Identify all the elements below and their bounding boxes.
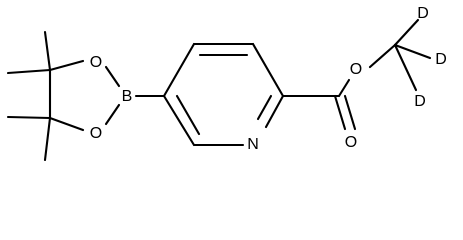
atom-label-nitrogen: N	[247, 136, 259, 153]
atom-label-oxygen: O	[345, 134, 357, 151]
bond	[368, 43, 397, 69]
bond	[393, 43, 432, 60]
bond	[162, 42, 196, 98]
atom-label-oxygen: O	[90, 125, 102, 142]
bond	[43, 30, 52, 72]
atom-label-deuterium: D	[414, 93, 426, 110]
atom-label-deuterium: D	[417, 5, 429, 22]
chemical-structure: O O B N O O D D D	[6, 5, 447, 162]
bond	[256, 94, 273, 121]
bond	[343, 94, 357, 131]
bond	[337, 78, 351, 98]
bond	[104, 103, 121, 126]
bond	[6, 68, 52, 75]
bond	[175, 94, 201, 136]
atom-label-oxygen: O	[90, 54, 102, 71]
atom-label-boron: B	[122, 88, 133, 105]
bond	[393, 18, 420, 47]
bond	[6, 115, 52, 120]
bond	[333, 94, 347, 131]
atom-label-deuterium: D	[435, 51, 447, 68]
bond	[48, 59, 85, 72]
atom-label-oxygen: O	[350, 61, 362, 78]
bond	[264, 94, 285, 129]
bond	[104, 65, 121, 88]
bond	[162, 94, 196, 147]
bond	[393, 43, 418, 92]
bond	[48, 116, 85, 132]
bond	[251, 42, 285, 98]
bond	[43, 116, 52, 162]
